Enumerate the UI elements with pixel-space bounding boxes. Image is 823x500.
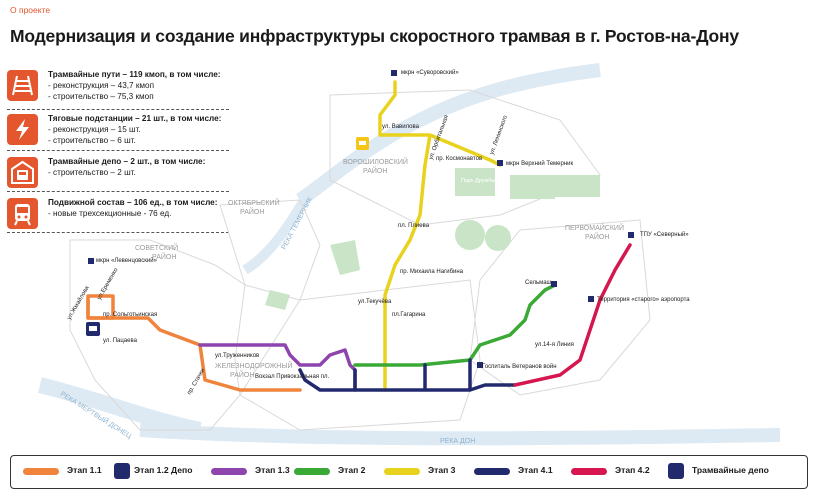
svg-text:ТПУ «Северный»: ТПУ «Северный»: [640, 231, 689, 238]
depot-icon: [668, 463, 684, 479]
svg-text:ул. Пацаева: ул. Пацаева: [103, 338, 138, 344]
lightning-icon: [7, 114, 38, 145]
svg-text:пл. Плиева: пл. Плиева: [398, 223, 430, 229]
district-label: РАЙОН: [230, 370, 254, 379]
legend-item-stage-4-1: Этап 4.1: [474, 465, 564, 479]
depot-icons: [86, 137, 369, 336]
svg-text:ул.Труженников: ул.Труженников: [215, 353, 259, 359]
legend-item-stage-1-1: Этап 1.1: [23, 465, 113, 479]
line-stage-3: [378, 80, 502, 392]
legend-swatch: [23, 468, 59, 475]
divider: [7, 232, 229, 233]
stat-depots: Трамвайные депо – 2 шт., в том числе: - …: [7, 157, 229, 193]
svg-text:пр. Космонавтов: пр. Космонавтов: [436, 156, 482, 162]
page-title: Модернизация и создание инфраструктуры с…: [10, 26, 739, 46]
legend-swatch: [384, 468, 420, 475]
legend-item-stage-1-3: Этап 1.3: [211, 465, 301, 479]
divider: [7, 150, 229, 151]
legend-swatch: [211, 468, 247, 475]
stat-tracks: Трамвайные пути – 119 кмоп, в том числе:…: [7, 70, 229, 110]
legend-item-stage-2: Этап 2: [294, 465, 374, 479]
district-label: СОВЕТСКИЙ: [135, 243, 178, 252]
river-label: РЕКА ДОН: [440, 438, 475, 445]
legend-item-tram-depot: Трамвайные депо: [668, 463, 798, 479]
legend-item-stage-4-2: Этап 4.2: [571, 465, 661, 479]
tram-network-map: РЕКА ТЕМЕРНИК РЕКА МЕРТВЫЙ ДОНЕЦ РЕКА ДО…: [38, 63, 781, 446]
district-label: РАЙОН: [363, 166, 387, 175]
svg-text:мкрн Верхний Темерник: мкрн Верхний Темерник: [506, 160, 573, 167]
svg-text:Госпиталь Ветеранов войн: Госпиталь Ветеранов войн: [482, 363, 557, 370]
svg-text:Территория «старого» аэропорта: Территория «старого» аэропорта: [597, 297, 690, 303]
legend-item-stage-1-2-depot: Этап 1.2 Депо: [114, 463, 214, 479]
stop-markers: [88, 70, 634, 368]
tram-lines: [86, 80, 632, 392]
legend: Этап 1.1 Этап 1.2 Депо Этап 1.3 Этап 2 Э…: [10, 455, 808, 489]
svg-text:пр. Сольготьинская: пр. Сольготьинская: [103, 312, 157, 318]
line-stage-1-1-loop: [86, 294, 115, 320]
svg-text:ул.Текучёва: ул.Текучёва: [358, 299, 392, 305]
stat-substations: Тяговые подстанции – 21 шт., в том числе…: [7, 114, 229, 154]
divider: [7, 191, 229, 192]
district-label: ОКТЯБРЬСКИЙ: [228, 198, 280, 207]
green-areas: Парк Дружбы: [265, 168, 600, 310]
svg-text:Сельмаш: Сельмаш: [525, 280, 552, 286]
legend-swatch: [571, 468, 607, 475]
tram-depot-icon: [7, 157, 38, 188]
svg-text:ул.14-я Линия: ул.14-я Линия: [535, 342, 574, 348]
legend-swatch: [294, 468, 330, 475]
district-label: ЖЕЛЕЗНОДОРОЖНЫЙ: [215, 361, 293, 370]
stop-labels: мкрн «Суворовский» ул. Вавилова ул. Орби…: [66, 69, 691, 396]
line-stage-4-2: [513, 243, 632, 387]
svg-text:Вокзал Привокзальная пл.: Вокзал Привокзальная пл.: [255, 374, 329, 380]
district-label: ПЕРВОМАЙСКИЙ: [565, 223, 624, 232]
svg-text:пл.Гагарина: пл.Гагарина: [392, 312, 426, 318]
svg-text:пр. Михаила Нагибина: пр. Михаила Нагибина: [400, 269, 464, 275]
divider: [7, 109, 229, 110]
park-label: Парк Дружбы: [461, 178, 495, 184]
svg-text:мкрн «Суворовский»: мкрн «Суворовский»: [401, 69, 459, 76]
line-stage-4-1: [298, 358, 517, 392]
district-label: ВОРОШИЛОВСКИЙ: [343, 157, 408, 166]
svg-text:ул. Вавилова: ул. Вавилова: [382, 124, 420, 130]
district-borders: [69, 89, 651, 431]
district-label: РАЙОН: [585, 232, 609, 241]
legend-item-stage-3: Этап 3: [384, 465, 464, 479]
tram-icon: [7, 198, 38, 229]
depot-icon: [114, 463, 130, 479]
legend-swatch: [474, 468, 510, 475]
line-stage-2: [353, 283, 557, 367]
line-stage-1-3: [198, 343, 357, 392]
stat-rolling-stock: Подвижной состав – 106 ед., в том числе:…: [7, 198, 229, 234]
svg-text:ул. Ленинского: ул. Ленинского: [489, 114, 509, 156]
tram-tracks-icon: [7, 70, 38, 101]
svg-text:мкрн «Левенцовский»: мкрн «Левенцовский»: [96, 257, 158, 264]
district-label: РАЙОН: [240, 207, 264, 216]
district-label: РАЙОН: [152, 252, 176, 261]
section-link[interactable]: О проекте: [10, 5, 51, 15]
svg-text:пр. Стачки: пр. Стачки: [187, 368, 207, 396]
